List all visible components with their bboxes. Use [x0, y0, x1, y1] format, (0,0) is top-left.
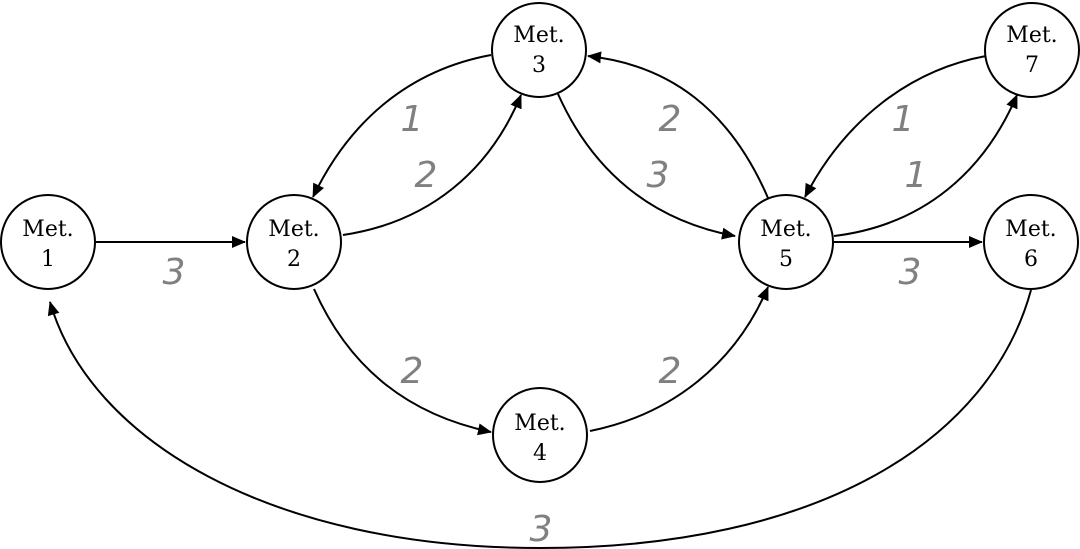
edge-label-3-to-5: 3: [647, 155, 670, 196]
node-label-line1: Met.: [268, 217, 319, 242]
edge-5-to-3: [587, 51, 769, 199]
edge-2-to-4: [313, 288, 492, 436]
edge-label-4-to-5: 2: [659, 351, 682, 392]
edge-4-to-5: [589, 286, 769, 432]
node-met-2: Met. 2: [246, 194, 342, 290]
node-label-line2: 6: [1024, 247, 1038, 272]
node-label-line1: Met.: [1005, 217, 1056, 242]
edge-label-5-to-6: 3: [899, 252, 922, 293]
edge-7-to-5: [804, 55, 987, 198]
node-label-line2: 3: [532, 53, 546, 78]
node-label-line2: 5: [779, 247, 793, 272]
node-label-line2: 2: [287, 247, 301, 272]
edges: 3 1 2 2 3 2 2 1 1 3 3: [47, 51, 1032, 549]
edge-label-2-to-4: 2: [401, 351, 424, 392]
node-met-3: Met. 3: [491, 2, 587, 98]
nodes: Met. 1 Met. 2 Met. 3 Met. 4 Met. 5 Met. …: [0, 2, 1080, 483]
edge-label-1-to-2: 3: [163, 252, 186, 293]
edge-label-6-to-1: 3: [530, 509, 553, 549]
edge-label-2-to-3: 2: [415, 155, 438, 196]
node-label-line1: Met.: [760, 217, 811, 242]
edge-3-to-2: [312, 54, 492, 198]
node-label-line2: 4: [533, 441, 547, 466]
edge-2-to-3: [342, 94, 522, 236]
edge-label-7-to-5: 1: [892, 99, 915, 140]
node-label-line1: Met.: [513, 23, 564, 48]
node-label-line2: 7: [1025, 53, 1039, 78]
node-label-line1: Met.: [514, 411, 565, 436]
node-label-line1: Met.: [1006, 23, 1057, 48]
node-met-7: Met. 7: [984, 2, 1080, 98]
node-label-line2: 1: [41, 247, 55, 272]
node-met-5: Met. 5: [738, 194, 834, 290]
node-label-line1: Met.: [22, 217, 73, 242]
node-met-1: Met. 1: [0, 194, 96, 290]
node-met-6: Met. 6: [983, 194, 1079, 290]
edge-label-3-to-2: 1: [401, 99, 424, 140]
edge-label-5-to-7: 1: [905, 155, 928, 196]
edge-label-5-to-3: 2: [659, 99, 682, 140]
edge-5-to-7: [833, 94, 1018, 237]
node-met-4: Met. 4: [492, 387, 588, 483]
edge-3-to-5: [557, 93, 736, 240]
edge-6-to-1: [47, 289, 1032, 549]
